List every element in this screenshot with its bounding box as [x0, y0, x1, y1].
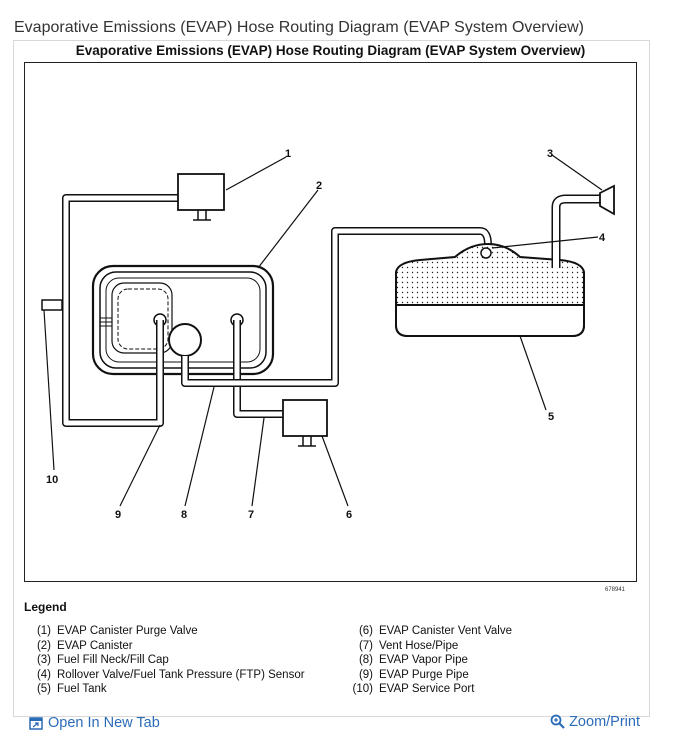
legend-item: (6)EVAP Canister Vent Valve — [358, 625, 512, 637]
rollover-valve-ftp-sensor — [480, 247, 492, 259]
evap-service-port — [41, 299, 63, 311]
legend-item: (9)EVAP Purge Pipe — [358, 668, 469, 681]
legend-item: (10)EVAP Service Port — [352, 683, 475, 695]
legend-item: (1)EVAP Canister Purge Valve — [36, 625, 198, 637]
figure-title: Evaporative Emissions (EVAP) Hose Routin… — [75, 43, 586, 58]
legend-item: (3)Fuel Fill Neck/Fill Cap — [36, 654, 169, 666]
image-actions-bar: Open In New Tab Zoom/Print — [13, 710, 650, 740]
callout-leaders — [43, 154, 603, 507]
callout-1: 1 — [285, 148, 291, 160]
callout-10: 10 — [46, 474, 58, 486]
legend-item: (4)Rollover Valve/Fuel Tank Pressure (FT… — [36, 668, 305, 681]
callout-9: 9 — [115, 509, 121, 521]
callout-7: 7 — [248, 509, 254, 521]
zoom-print-label: Zoom/Print — [569, 714, 640, 730]
open-in-new-tab-link[interactable]: Open In New Tab — [29, 715, 160, 731]
callout-8: 8 — [181, 509, 187, 521]
callout-2: 2 — [316, 180, 322, 192]
vapor-port — [168, 323, 202, 357]
evap-canister-purge-valve — [177, 173, 225, 221]
fill-cap — [599, 184, 615, 216]
legend-item: (7)Vent Hose/Pipe — [358, 639, 459, 652]
evap-canister-vent-valve — [282, 399, 328, 447]
callout-4: 4 — [599, 232, 606, 244]
legend-heading: Legend — [24, 600, 67, 614]
fuel-tank — [395, 242, 585, 337]
callout-3: 3 — [547, 148, 553, 160]
open-in-new-tab-label: Open In New Tab — [48, 715, 160, 731]
fuel-fill-neck — [551, 194, 602, 268]
page-title: Evaporative Emissions (EVAP) Hose Routin… — [14, 19, 584, 36]
legend-right-column: (6)EVAP Canister Vent Valve (7)Vent Hose… — [346, 624, 626, 697]
diagram-border — [24, 62, 637, 582]
legend-item: (2)EVAP Canister — [36, 639, 133, 652]
new-tab-icon — [29, 716, 43, 730]
callout-6: 6 — [346, 509, 352, 521]
figure-number: 678941 — [605, 587, 626, 593]
legend-item: (8)EVAP Vapor Pipe — [358, 654, 468, 666]
zoom-print-link[interactable]: Zoom/Print — [550, 714, 640, 730]
legend-item: (5)Fuel Tank — [36, 683, 107, 695]
zoom-icon — [550, 714, 565, 729]
legend-left-column: (1)EVAP Canister Purge Valve (2)EVAP Can… — [24, 624, 324, 697]
callout-5: 5 — [548, 411, 554, 423]
